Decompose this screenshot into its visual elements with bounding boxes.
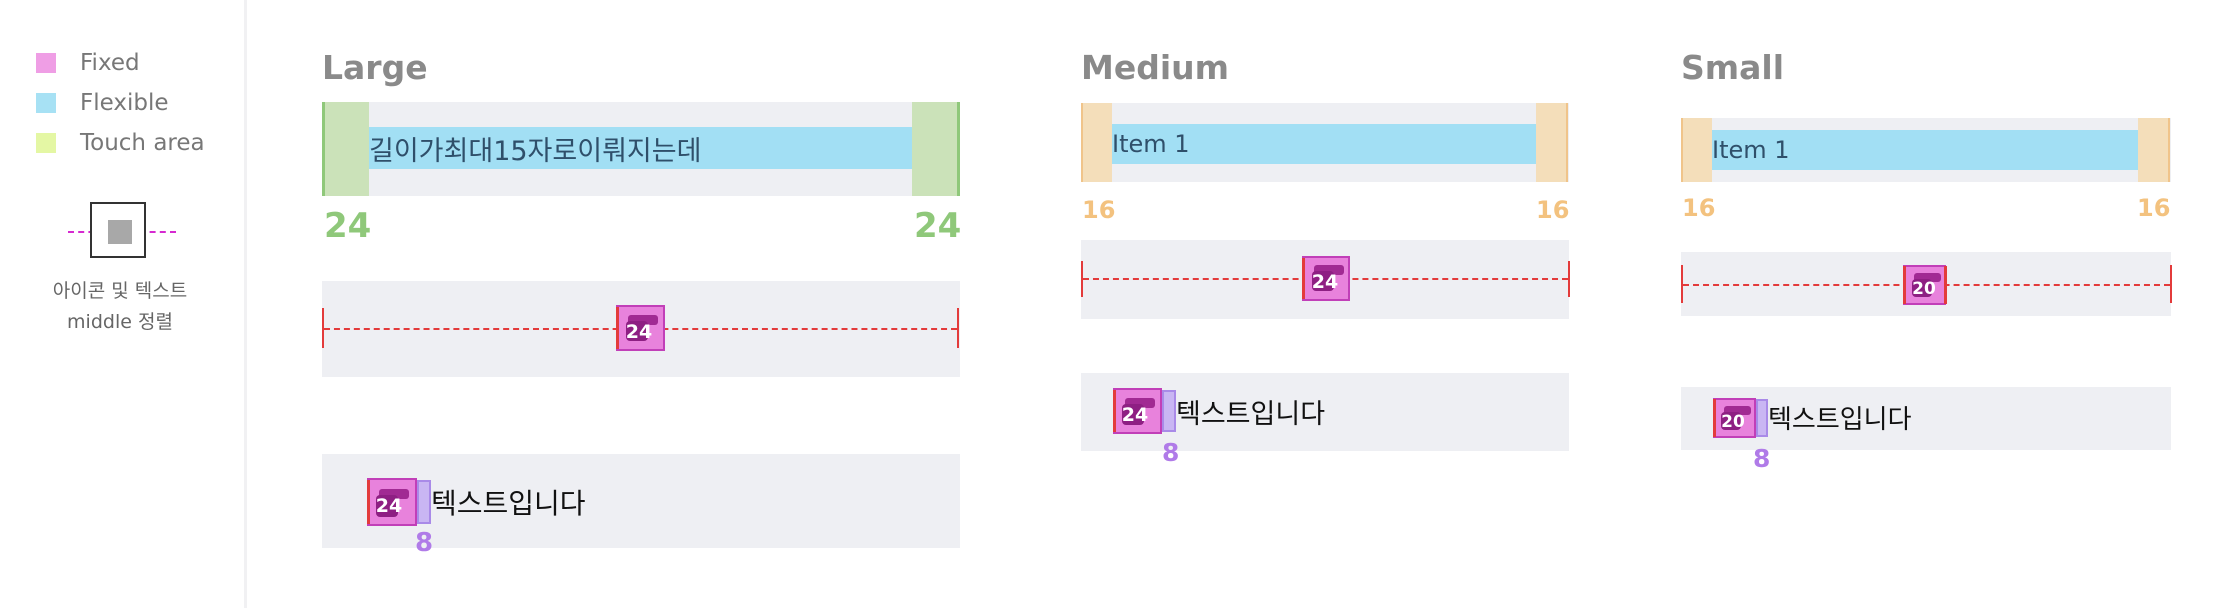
large-text-icon: 24 bbox=[367, 478, 417, 526]
small-left-padding bbox=[1681, 118, 1712, 182]
medium-center-icon: 24 bbox=[1302, 256, 1350, 301]
small-pad-right-value: 16 bbox=[2137, 194, 2171, 222]
large-pad-left-value: 24 bbox=[324, 206, 372, 246]
icon-glyph bbox=[626, 321, 648, 341]
icon-bar bbox=[1314, 265, 1344, 275]
small-right-edge bbox=[2170, 265, 2172, 303]
large-flexible-bar: 길이가최대15자로이뤄지는데 bbox=[369, 127, 912, 169]
small-pad-left-value: 16 bbox=[1682, 194, 1716, 222]
section-title-medium: Medium bbox=[1081, 48, 1230, 87]
small-center-icon: 20 bbox=[1903, 265, 1946, 305]
large-gap-marker bbox=[417, 480, 431, 524]
legend-label: Fixed bbox=[80, 50, 140, 76]
large-right-edge bbox=[957, 308, 959, 348]
small-label-text: 텍스트입니다 bbox=[1768, 405, 1912, 435]
icon-glyph bbox=[1312, 271, 1334, 291]
medium-label-text: 텍스트입니다 bbox=[1176, 399, 1326, 430]
icon-bar bbox=[1724, 406, 1751, 415]
section-title-large: Large bbox=[322, 48, 428, 87]
small-text-icon: 20 bbox=[1713, 398, 1756, 438]
legend-item-flexible: Flexible bbox=[36, 88, 169, 118]
legend-item-fixed: Fixed bbox=[36, 48, 140, 78]
icon-glyph bbox=[1912, 279, 1932, 297]
middle-align-icon bbox=[68, 202, 176, 262]
medium-gap-marker bbox=[1162, 390, 1176, 432]
small-right-padding bbox=[2138, 118, 2170, 182]
medium-bar-text: Item 1 bbox=[1112, 130, 1190, 158]
small-text-icon-edge bbox=[1713, 399, 1716, 437]
large-label-text: 텍스트입니다 bbox=[431, 487, 586, 520]
large-left-edge bbox=[322, 308, 324, 348]
medium-right-edge bbox=[1568, 261, 1570, 297]
medium-left-padding bbox=[1081, 103, 1112, 182]
medium-right-padding bbox=[1536, 103, 1568, 182]
icon-glyph bbox=[1721, 412, 1741, 430]
large-gap-value: 8 bbox=[415, 528, 434, 558]
medium-center-icon-size: 24 bbox=[1311, 271, 1339, 293]
medium-text-icon: 24 bbox=[1113, 388, 1162, 434]
small-bar-text: Item 1 bbox=[1712, 136, 1790, 164]
medium-flexible-bar: Item 1 bbox=[1112, 124, 1536, 164]
medium-pad-right-value: 16 bbox=[1536, 196, 1570, 224]
small-icon-edge-left bbox=[1903, 266, 1906, 304]
icon-bar bbox=[1914, 273, 1941, 282]
icon-bar bbox=[628, 315, 658, 325]
icon-placeholder bbox=[108, 220, 132, 244]
legend-note: 아이콘 및 텍스트 middle 정렬 bbox=[52, 280, 188, 333]
section-title-small: Small bbox=[1681, 48, 1785, 87]
medium-left-edge bbox=[1081, 261, 1083, 297]
small-icon-edge-right bbox=[1944, 266, 1947, 304]
legend-item-touch-area: Touch area bbox=[36, 128, 205, 158]
medium-gap-value: 8 bbox=[1162, 438, 1180, 467]
icon-glyph bbox=[376, 495, 398, 517]
small-flexible-bar: Item 1 bbox=[1712, 130, 2138, 170]
large-right-padding bbox=[912, 102, 960, 196]
large-icon-edge bbox=[616, 307, 619, 349]
large-center-icon: 24 bbox=[616, 305, 665, 351]
large-text-icon-size: 24 bbox=[375, 495, 403, 517]
large-bar-text: 길이가최대15자로이뤄지는데 bbox=[369, 135, 702, 167]
flexible-swatch bbox=[36, 93, 56, 113]
fixed-swatch bbox=[36, 53, 56, 73]
small-center-icon-size: 20 bbox=[1912, 279, 1936, 299]
small-gap-marker bbox=[1756, 399, 1768, 437]
icon-bar bbox=[1125, 398, 1155, 408]
large-text-icon-edge bbox=[367, 480, 370, 524]
medium-icon-edge bbox=[1302, 258, 1305, 299]
large-pad-right-value: 24 bbox=[914, 206, 962, 246]
small-left-edge bbox=[1681, 265, 1683, 303]
touch-area-swatch bbox=[36, 133, 56, 153]
medium-text-icon-edge bbox=[1113, 390, 1116, 432]
legend-label: Flexible bbox=[80, 90, 169, 116]
medium-pad-left-value: 16 bbox=[1082, 196, 1116, 224]
legend-divider bbox=[244, 0, 247, 608]
small-gap-value: 8 bbox=[1753, 444, 1771, 473]
small-text-icon-size: 20 bbox=[1721, 412, 1745, 432]
legend: Fixed Flexible Touch area 아이콘 및 텍스트 midd… bbox=[0, 0, 244, 608]
large-left-padding bbox=[322, 102, 369, 196]
icon-glyph bbox=[1122, 404, 1144, 425]
medium-text-icon-size: 24 bbox=[1121, 404, 1149, 426]
large-center-icon-size: 24 bbox=[625, 321, 653, 343]
icon-bar bbox=[379, 489, 409, 499]
icon-frame bbox=[90, 202, 146, 258]
legend-label: Touch area bbox=[80, 130, 205, 156]
